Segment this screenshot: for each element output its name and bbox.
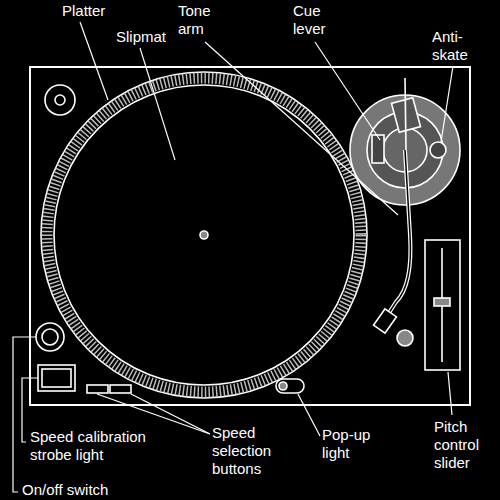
part-label: Slipmat: [116, 28, 166, 46]
slider-knob: [434, 298, 450, 306]
part-label: Speed calibration strobe light: [30, 428, 180, 464]
on-off-switch: [36, 323, 64, 351]
spindle: [200, 231, 208, 239]
platter: [41, 72, 367, 398]
cue-lever: [372, 135, 384, 163]
part-label: Platter: [62, 2, 105, 20]
part-label: On/off switch: [22, 481, 108, 499]
pitch-slider: [425, 240, 460, 370]
tone-arm: [387, 150, 410, 316]
slipmat: [54, 85, 354, 385]
part-label: Pitch control slider: [434, 418, 496, 472]
headshell: [374, 309, 397, 333]
part-label: Cue lever: [293, 2, 339, 38]
part-label: Pop-up light: [322, 426, 388, 462]
on-off-inner: [42, 329, 58, 345]
pop-up-light-lamp: [279, 382, 287, 390]
strobe-light: [38, 365, 75, 391]
knob-center: [55, 95, 65, 105]
strobe-inner: [42, 369, 71, 387]
leader-lines: [13, 22, 453, 492]
pop-up-light: [276, 379, 304, 393]
part-label: Anti-skate: [432, 28, 480, 64]
tone-arm-inner: [387, 150, 410, 316]
target-light: [397, 330, 413, 346]
knob: [45, 85, 75, 115]
housing: [30, 67, 470, 405]
part-label: Speed selection buttons: [212, 424, 292, 478]
platter-dots: [47, 78, 361, 392]
part-label: Tone arm: [178, 2, 220, 38]
speed-button-45: [110, 385, 131, 393]
arm-rear: [405, 78, 406, 150]
speed-button-33: [87, 385, 108, 393]
anti-skate-dial: [430, 142, 446, 158]
